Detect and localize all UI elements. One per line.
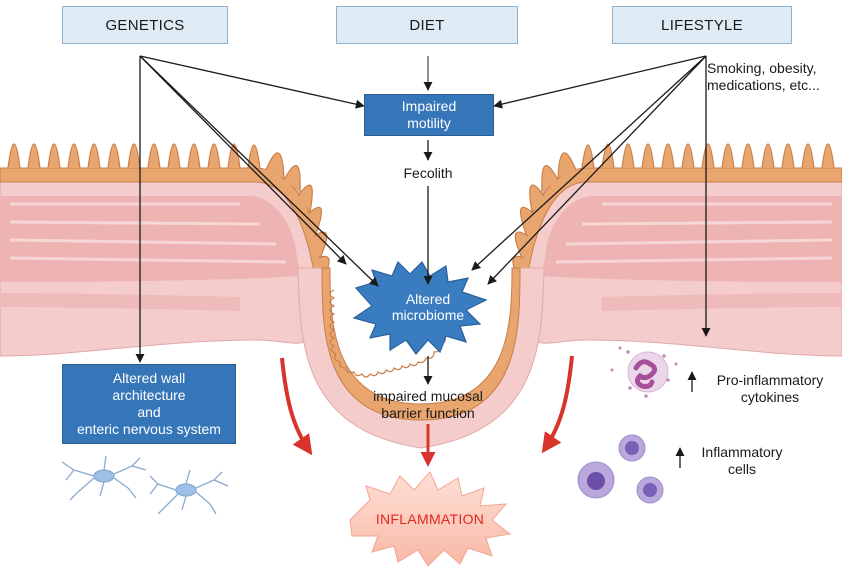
altered-microbiome-line-1: Altered (405, 291, 451, 307)
right-tissue (512, 143, 842, 357)
lifestyle-box: LIFESTYLE (612, 6, 792, 44)
inflammatory-cells-line-2: cells (727, 461, 756, 477)
left-tissue (0, 143, 330, 357)
altered-wall-line-1: Altered wall (112, 370, 186, 386)
lifestyle-label: LIFESTYLE (661, 16, 743, 34)
inflammatory-cells-label: Inflammatory cells (688, 444, 796, 478)
microbiome-star (352, 260, 488, 355)
diet-label: DIET (409, 16, 445, 34)
inflammatory-cells-line-1: Inflammatory (701, 444, 783, 460)
pro-inflammatory-line-2: cytokines (740, 389, 800, 405)
impaired-barrier-line-2: barrier function (381, 405, 475, 421)
impaired-motility-line-2: motility (407, 115, 451, 131)
lifestyle-examples-line-2: medications, etc... (707, 77, 820, 93)
altered-wall-line-2: architecture (112, 387, 186, 403)
fecolith-label: Fecolith (388, 165, 468, 182)
altered-microbiome-line-2: microbiome (391, 307, 465, 323)
impaired-motility-box: Impaired motility (364, 94, 494, 136)
causal-arrows (135, 55, 711, 468)
immune-cells (577, 346, 678, 504)
inflammation-label: INFLAMMATION (375, 511, 485, 527)
lifestyle-examples-line-1: Smoking, obesity, (707, 60, 817, 76)
impaired-barrier-line-1: impaired mucosal (373, 388, 483, 404)
inflammation-burst (349, 471, 512, 566)
pro-inflammatory-label: Pro-inflammatory cytokines (702, 372, 838, 406)
lifestyle-examples: Smoking, obesity, medications, etc... (707, 60, 820, 94)
genetics-box: GENETICS (62, 6, 228, 44)
altered-wall-line-3: and (137, 404, 161, 420)
altered-microbiome-label: Altered microbiome (380, 291, 476, 323)
diet-box: DIET (336, 6, 518, 44)
curved-arrow-left (280, 357, 313, 456)
altered-wall-line-4: enteric nervous system (77, 421, 221, 437)
altered-wall-box: Altered wall architecture and enteric ne… (62, 364, 236, 444)
curved-arrow-right (541, 355, 574, 454)
neuron-cells (61, 455, 229, 515)
impaired-motility-line-1: Impaired (401, 98, 457, 114)
pro-inflammatory-line-1: Pro-inflammatory (716, 372, 824, 388)
impaired-barrier-label: impaired mucosal barrier function (356, 388, 500, 422)
genetics-label: GENETICS (105, 16, 185, 34)
